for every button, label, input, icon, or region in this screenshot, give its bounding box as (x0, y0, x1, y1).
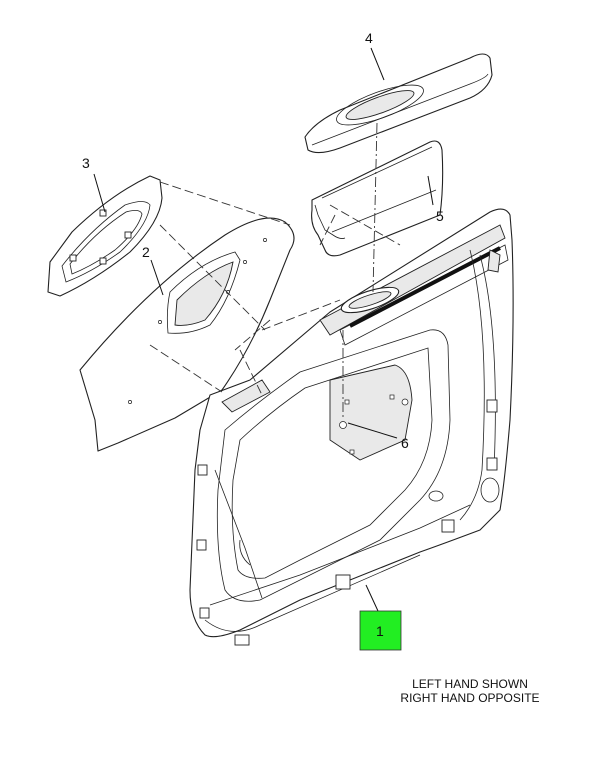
leader-lines (93, 47, 434, 612)
orientation-note: LEFT HAND SHOWN RIGHT HAND OPPOSITE (360, 677, 580, 705)
callout-1: 1 (376, 623, 384, 639)
callout-6: 6 (401, 435, 409, 451)
callout-5: 5 (436, 208, 444, 224)
orientation-note-line-1: LEFT HAND SHOWN (412, 677, 528, 691)
assembly-lines (149, 122, 401, 420)
part-1-door-panel (189, 208, 514, 646)
callout-1-highlight (359, 610, 402, 651)
part-2-panel (79, 217, 295, 452)
part-5-armrest (311, 140, 444, 257)
callout-3: 3 (82, 155, 90, 171)
part-6-fastener (339, 421, 347, 429)
part-4-arm-cap (304, 53, 493, 154)
callout-4: 4 (365, 30, 373, 46)
part-3-bezel (47, 175, 163, 297)
callout-2: 2 (142, 244, 150, 260)
orientation-note-line-2: RIGHT HAND OPPOSITE (400, 691, 540, 705)
